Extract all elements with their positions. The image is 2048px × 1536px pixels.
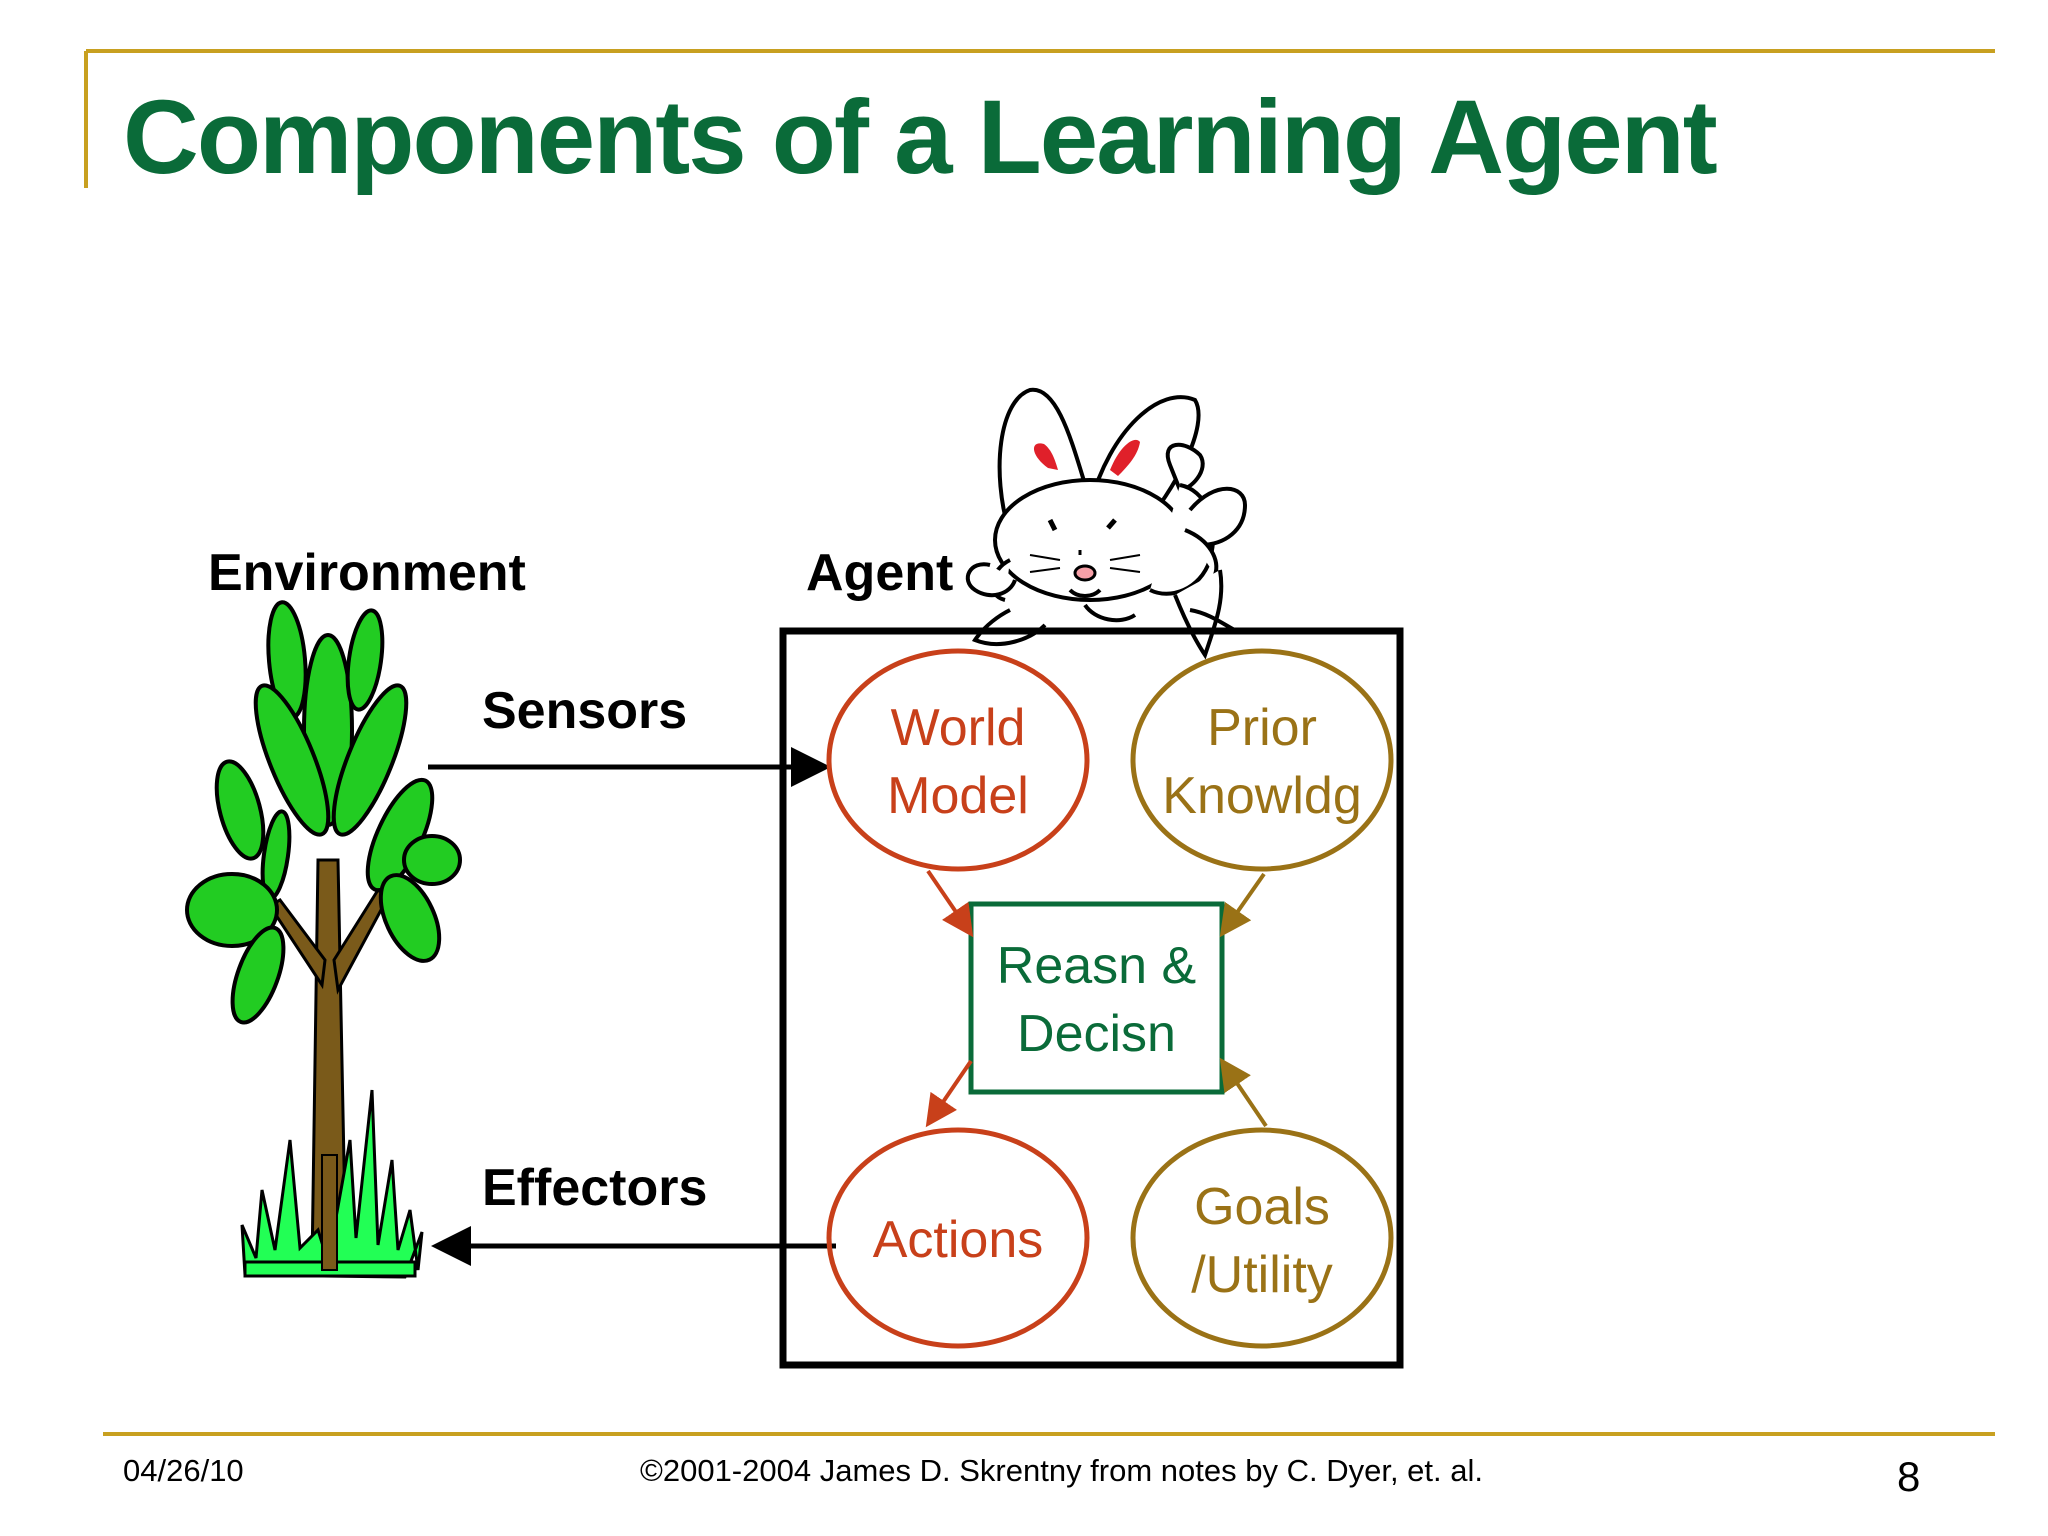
page-title: Components of a Learning Agent (123, 79, 1718, 196)
sensors-label: Sensors (482, 682, 688, 740)
goals-text: Goals /Utility (1162, 1173, 1362, 1309)
reasoning-to-actions-arrow (925, 1059, 973, 1128)
reasoning-line-2: Decisn (1017, 1005, 1176, 1063)
prior-to-reasoning-arrow (1219, 872, 1266, 938)
goals-line-2: /Utility (1191, 1246, 1333, 1304)
agent-box (779, 627, 1404, 1369)
goals-node (1130, 1127, 1394, 1349)
prior-knowledge-node (1130, 648, 1394, 872)
footer-date: 04/26/10 (123, 1453, 244, 1488)
tree-illustration (185, 600, 462, 1279)
agent-label: Agent (806, 544, 954, 602)
prior-knowledge-line-2: Knowldg (1162, 767, 1362, 825)
bunny-illustration (965, 387, 1248, 660)
prior-knowledge-line-1: Prior (1207, 699, 1317, 757)
prior-knowledge-text: Prior Knowldg (1137, 694, 1387, 830)
reasoning-text: Reasn & Decisn (971, 932, 1222, 1068)
goals-to-reasoning-arrow (1219, 1057, 1268, 1128)
world-model-text: World Model (858, 694, 1058, 830)
world-to-reasoning-arrow (926, 869, 974, 938)
world-model-line-1: World (890, 699, 1026, 757)
environment-label: Environment (208, 544, 526, 602)
actions-node (826, 1127, 1090, 1349)
footer-copyright: ©2001-2004 James D. Skrentny from notes … (640, 1453, 1483, 1488)
actions-text: Actions (838, 1206, 1078, 1274)
effectors-label: Effectors (482, 1159, 708, 1217)
goals-line-1: Goals (1194, 1178, 1330, 1236)
world-model-node (826, 648, 1090, 872)
actions-line-1: Actions (872, 1211, 1044, 1269)
world-model-line-2: Model (887, 767, 1029, 825)
page-number: 8 (1897, 1453, 1921, 1500)
reasoning-line-1: Reasn & (996, 937, 1197, 995)
reasoning-node (968, 901, 1225, 1095)
